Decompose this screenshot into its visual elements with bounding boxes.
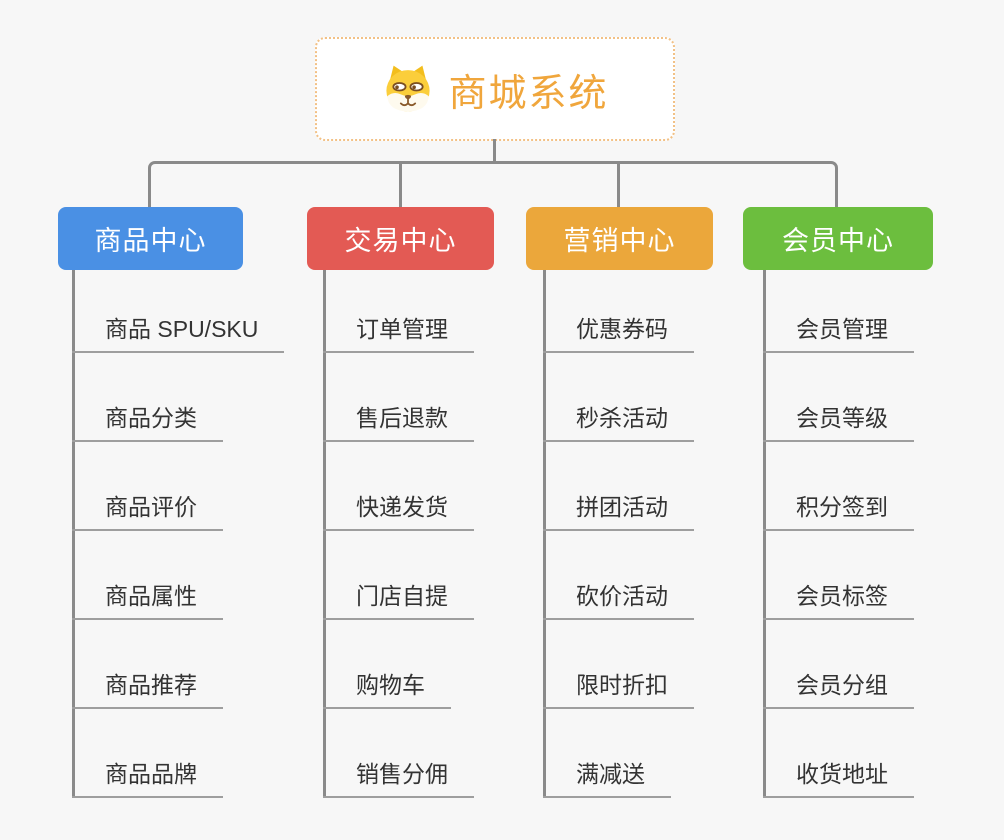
- connector-root-stub: [493, 139, 496, 163]
- branch-box-product[interactable]: 商品中心: [58, 207, 243, 270]
- root-topic[interactable]: 商城系统: [315, 37, 675, 141]
- branch-column-marketing: 优惠券码 秒杀活动 拼团活动 砍价活动 限时折扣 满减送: [543, 270, 783, 810]
- branch-column-member: 会员管理 会员等级 积分签到 会员标签 会员分组 收货地址: [763, 270, 1003, 810]
- topic-item-label: 销售分佣: [323, 760, 474, 798]
- topic-item-label: 拼团活动: [543, 493, 694, 531]
- topic-item-label: 售后退款: [323, 404, 474, 442]
- topic-item[interactable]: 门店自提: [323, 578, 474, 620]
- branch-column-line: [763, 270, 766, 798]
- topic-item-label: 订单管理: [323, 315, 474, 353]
- connector-drop-marketing: [617, 163, 620, 208]
- topic-item-label: 快递发货: [323, 493, 474, 531]
- topic-item[interactable]: 砍价活动: [543, 578, 694, 620]
- topic-item-label: 商品评价: [72, 493, 223, 531]
- topic-item-label: 会员分组: [763, 671, 914, 709]
- topic-item-label: 商品属性: [72, 582, 223, 620]
- topic-item[interactable]: 商品品牌: [72, 756, 223, 798]
- branch-label: 商品中心: [94, 226, 207, 256]
- topic-item[interactable]: 优惠券码: [543, 311, 694, 353]
- topic-item-label: 限时折扣: [543, 671, 694, 709]
- topic-item[interactable]: 商品 SPU/SKU: [72, 311, 285, 353]
- connector-drop-trade: [399, 163, 402, 208]
- branch-box-marketing[interactable]: 营销中心: [526, 207, 713, 270]
- branch-column-product: 商品 SPU/SKU 商品分类 商品评价 商品属性 商品推荐 商品品牌: [72, 270, 312, 810]
- topic-item[interactable]: 会员等级: [763, 400, 914, 442]
- branch-column-line: [543, 270, 546, 798]
- topic-item-label: 会员标签: [763, 582, 914, 620]
- topic-item[interactable]: 商品推荐: [72, 667, 223, 709]
- topic-item[interactable]: 会员分组: [763, 667, 914, 709]
- branch-column-line: [323, 270, 326, 798]
- topic-item-label: 积分签到: [763, 493, 914, 531]
- topic-item-label: 商品推荐: [72, 671, 223, 709]
- topic-item[interactable]: 商品评价: [72, 489, 223, 531]
- topic-item[interactable]: 购物车: [323, 667, 451, 709]
- topic-item-label: 秒杀活动: [543, 404, 694, 442]
- topic-item-label: 满减送: [543, 760, 671, 798]
- branch-box-trade[interactable]: 交易中心: [307, 207, 494, 270]
- topic-item-label: 商品品牌: [72, 760, 223, 798]
- topic-item-label: 购物车: [323, 671, 451, 709]
- topic-item-label: 收货地址: [763, 760, 914, 798]
- topic-item[interactable]: 会员管理: [763, 311, 914, 353]
- topic-item[interactable]: 积分签到: [763, 489, 914, 531]
- branch-column-line: [72, 270, 75, 798]
- topic-item[interactable]: 销售分佣: [323, 756, 474, 798]
- topic-item[interactable]: 商品分类: [72, 400, 223, 442]
- topic-item[interactable]: 商品属性: [72, 578, 223, 620]
- topic-item[interactable]: 快递发货: [323, 489, 474, 531]
- branch-label: 营销中心: [563, 226, 676, 256]
- topic-item[interactable]: 会员标签: [763, 578, 914, 620]
- branch-label: 会员中心: [782, 226, 894, 256]
- topic-item-label: 门店自提: [323, 582, 474, 620]
- connector-bus: [148, 161, 838, 208]
- topic-item-label: 商品分类: [72, 404, 223, 442]
- topic-item-label: 会员管理: [763, 315, 914, 353]
- topic-item-label: 砍价活动: [543, 582, 694, 620]
- topic-item[interactable]: 秒杀活动: [543, 400, 694, 442]
- topic-item[interactable]: 订单管理: [323, 311, 474, 353]
- branch-column-trade: 订单管理 售后退款 快递发货 门店自提 购物车 销售分佣: [323, 270, 563, 810]
- topic-item-label: 商品 SPU/SKU: [72, 315, 285, 353]
- topic-item[interactable]: 售后退款: [323, 400, 474, 442]
- root-topic-title: 商城系统: [448, 72, 609, 115]
- branch-box-member[interactable]: 会员中心: [743, 207, 933, 270]
- branch-label: 交易中心: [344, 226, 457, 256]
- doge-icon: [381, 63, 435, 115]
- topic-item-label: 优惠券码: [543, 315, 694, 353]
- topic-item[interactable]: 拼团活动: [543, 489, 694, 531]
- topic-item[interactable]: 满减送: [543, 756, 671, 798]
- topic-item[interactable]: 限时折扣: [543, 667, 694, 709]
- topic-item-label: 会员等级: [763, 404, 914, 442]
- topic-item[interactable]: 收货地址: [763, 756, 914, 798]
